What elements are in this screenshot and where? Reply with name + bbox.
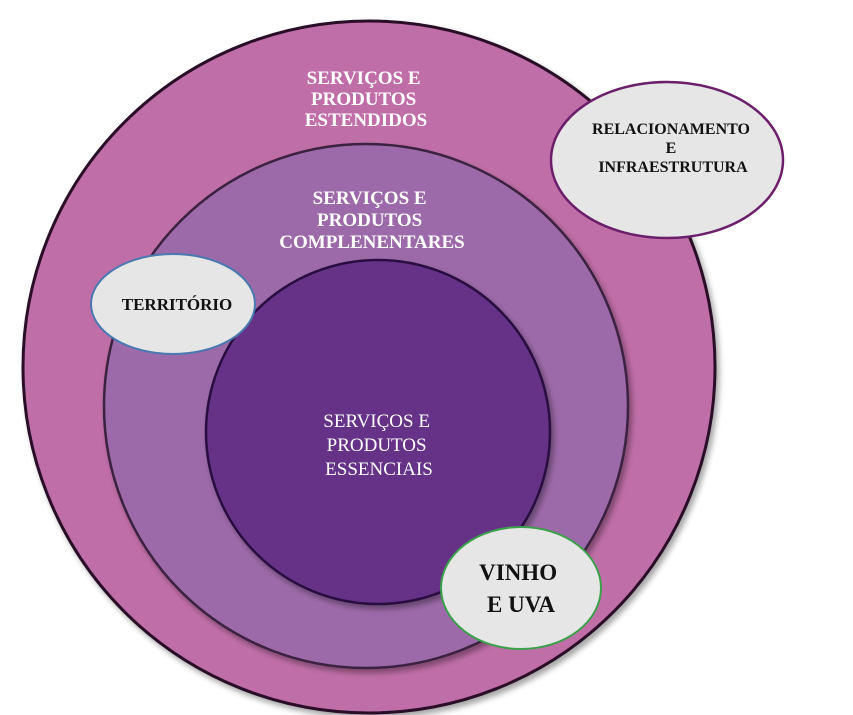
core-circle-label-line-3: ESSENCIAIS: [325, 459, 433, 480]
relacionamento-label-line-3: INFRAESTRUTURA: [598, 159, 748, 176]
middle-ring-label: SERVIÇOS E PRODUTOS COMPLENENTARES: [279, 188, 464, 253]
core-circle: [204, 258, 552, 606]
middle-ring-label-line-1: SERVIÇOS E: [313, 188, 427, 209]
territorio-label-line-1: TERRITÓRIO: [122, 295, 233, 314]
middle-ring-label-line-3: COMPLENENTARES: [279, 232, 464, 253]
relacionamento-bubble: [549, 80, 785, 240]
core-circle-label-line-1: SERVIÇOS E: [323, 411, 430, 432]
core-circle-label-line-2: PRODUTOS: [327, 435, 427, 456]
middle-ring-label-line-2: PRODUTOS: [317, 210, 422, 231]
vinho-bubble: [440, 526, 602, 650]
relacionamento-label-line-1: RELACIONAMENTO: [592, 121, 750, 138]
vinho-label: VINHO E UVA: [479, 560, 563, 617]
territorio-bubble: [90, 253, 256, 355]
relacionamento-label: RELACIONAMENTO E INFRAESTRUTURA: [592, 121, 754, 176]
outer-ring-label-line-3: ESTENDIDOS: [305, 110, 428, 131]
core-circle-label: SERVIÇOS E PRODUTOS ESSENCIAIS: [323, 411, 434, 480]
outer-ring-label-line-1: SERVIÇOS E: [307, 68, 421, 89]
vinho-label-line-1: VINHO: [479, 560, 557, 585]
territorio-label: TERRITÓRIO: [122, 295, 233, 314]
outer-ring-label-line-2: PRODUTOS: [311, 89, 416, 110]
vinho-label-line-2: E UVA: [487, 592, 555, 617]
relacionamento-label-line-2: E: [666, 140, 677, 157]
outer-ring-label: SERVIÇOS E PRODUTOS ESTENDIDOS: [305, 68, 428, 131]
